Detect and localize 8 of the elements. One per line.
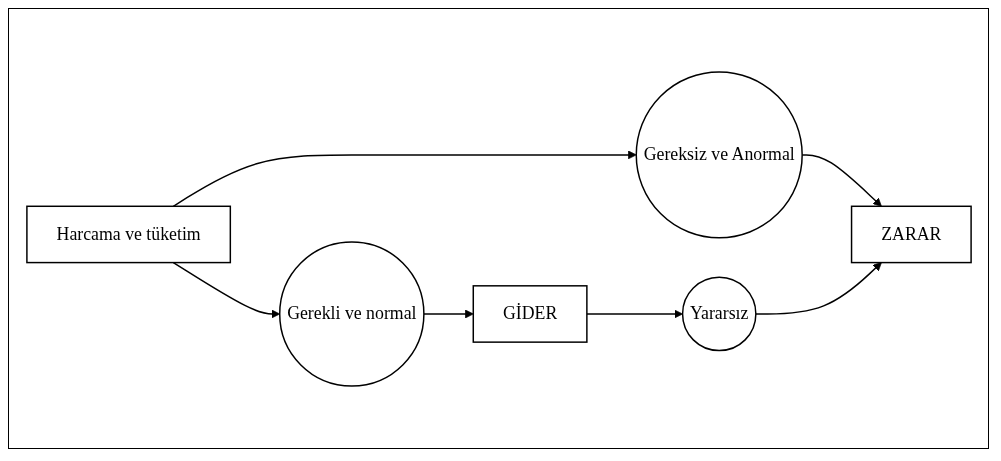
node-circle [278, 240, 425, 387]
arrow [172, 261, 280, 318]
node-box [850, 205, 972, 263]
node-box [25, 205, 231, 263]
node-circle [681, 276, 757, 351]
node-circle [635, 70, 803, 239]
node-box [472, 284, 588, 343]
diagram-frame: Harcama ve tüketim Gerekli ve normal Gereksiz ve Anormal GİDER Yararsız ZARAR [8, 8, 989, 449]
